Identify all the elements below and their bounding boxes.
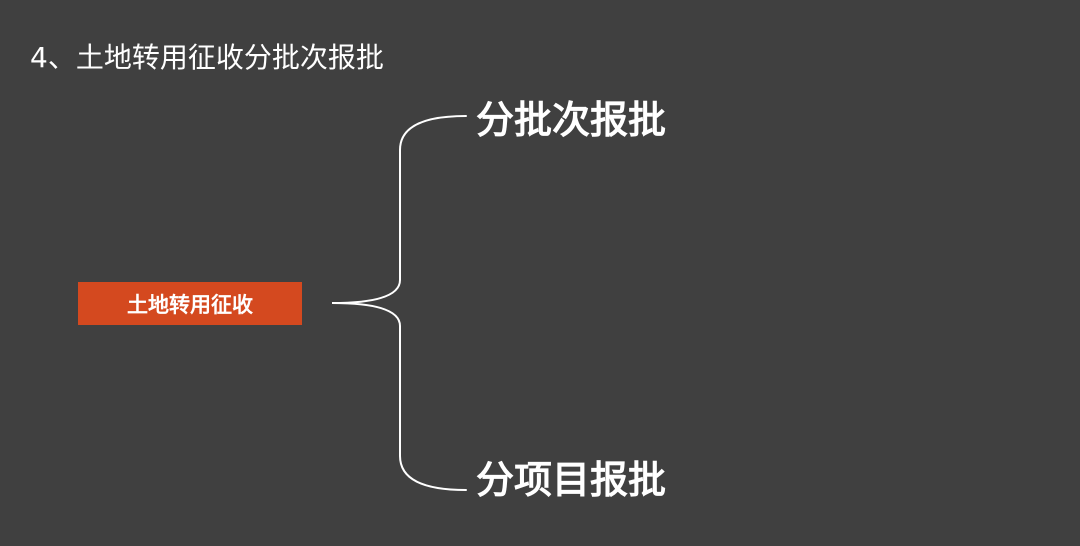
brace-path	[331, 115, 467, 491]
branch-node-batch: 分批次报批	[476, 98, 667, 142]
branch-node-project: 分项目报批	[476, 458, 667, 502]
root-node: 土地转用征收	[78, 282, 302, 325]
slide-title: 4、土地转用征收分批次报批	[30, 41, 384, 74]
root-node-label: 土地转用征收	[127, 292, 253, 317]
